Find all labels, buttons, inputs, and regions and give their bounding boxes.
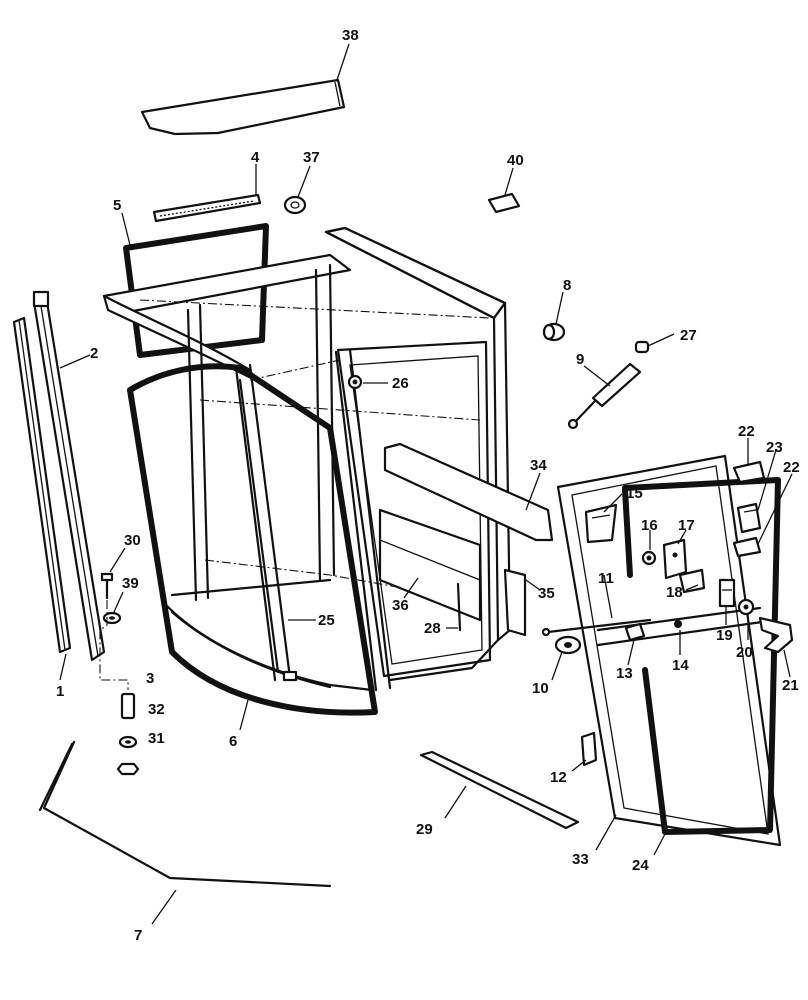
part-40-block [487, 192, 521, 214]
callout-8: 8 [563, 277, 571, 294]
callout-13: 13 [616, 665, 633, 682]
part-24-door-seal [622, 477, 781, 835]
callout-37: 37 [303, 149, 320, 166]
callout-17: 17 [678, 517, 695, 534]
part-26-plug [347, 374, 363, 390]
part-36-interior-panel [378, 508, 482, 622]
callout-2: 2 [90, 345, 98, 362]
callout-5: 5 [113, 197, 121, 214]
callout-26: 26 [392, 375, 409, 392]
part-13-clip [624, 622, 646, 642]
part-19-lock [718, 578, 736, 608]
callout-9: 9 [576, 351, 584, 368]
callout-29: 29 [416, 821, 433, 838]
callout-4: 4 [251, 149, 260, 166]
part-1-rail [12, 316, 72, 654]
callout-21: 21 [782, 677, 799, 694]
callout-24: 24 [632, 857, 649, 874]
part-37-grommet [283, 195, 307, 215]
part-16-grommet [641, 550, 657, 566]
part-12-hinge-bracket [580, 731, 598, 767]
callout-20: 20 [736, 644, 753, 661]
part-39-washer [102, 611, 122, 625]
part-3-spacer [120, 692, 136, 720]
leader-lines [59, 43, 793, 925]
part-10-handle-cup [554, 635, 582, 655]
callout-16: 16 [641, 517, 658, 534]
callout-15: 15 [626, 485, 643, 502]
part-31-nut [116, 762, 140, 776]
part-9-gas-strut [567, 362, 642, 430]
callout-38: 38 [342, 27, 359, 44]
part-18-striker [678, 568, 706, 594]
callout-39: 39 [122, 575, 139, 592]
part-22-bracket-upper [732, 460, 766, 484]
callout-labels: 38 4 37 40 5 2 8 27 9 26 22 23 22 34 15 … [56, 27, 800, 944]
part-33-door-frame [556, 454, 782, 847]
callout-32: 32 [148, 701, 165, 718]
part-7-trim-strip [38, 740, 332, 888]
part-23-bracket [736, 502, 762, 534]
part-14-pin [674, 620, 682, 628]
part-8-bushing [542, 322, 566, 342]
part-11-latch-rod [541, 618, 652, 637]
callout-14: 14 [672, 657, 689, 674]
callout-35: 35 [538, 585, 555, 602]
callout-33: 33 [572, 851, 589, 868]
part-30-bolt [100, 572, 114, 600]
callout-6: 6 [229, 733, 237, 750]
callout-40: 40 [507, 152, 524, 169]
callout-36: 36 [392, 597, 409, 614]
part-34-interior-panel [383, 442, 554, 542]
part-20-washer [737, 598, 755, 616]
part-4-seal-strip [152, 193, 262, 223]
part-6-front-window-seal [127, 363, 378, 716]
part-22-bracket-lower [732, 536, 762, 558]
part-32-washer [118, 735, 138, 749]
callout-23: 23 [766, 439, 783, 456]
part-28-rod [456, 582, 462, 632]
callout-30: 30 [124, 532, 141, 549]
callout-10: 10 [532, 680, 549, 697]
part-21-door-handle [758, 616, 794, 654]
part-15-hinge [584, 503, 618, 544]
cab-frame [102, 226, 512, 692]
part-25-window-glass [238, 378, 298, 682]
callout-25: 25 [318, 612, 335, 629]
callout-22b: 22 [783, 459, 800, 476]
callout-3: 3 [146, 670, 154, 687]
callout-27: 27 [680, 327, 697, 344]
callout-7: 7 [134, 927, 142, 944]
part-2-rail-seal [32, 290, 106, 662]
callout-11: 11 [598, 570, 614, 587]
callout-34: 34 [530, 457, 547, 474]
part-29-bottom-strip [419, 750, 580, 830]
part-27-cap [634, 340, 650, 354]
callout-12: 12 [550, 769, 567, 786]
part-17-latch-plate [662, 538, 688, 580]
callout-1: 1 [56, 683, 64, 700]
part-35-trim-strip [503, 568, 527, 637]
callout-22a: 22 [738, 423, 755, 440]
part-38-roof-trim-panel [140, 78, 346, 136]
callout-31: 31 [148, 730, 165, 747]
callout-18: 18 [666, 584, 683, 601]
callout-28: 28 [424, 620, 441, 637]
callout-19: 19 [716, 627, 733, 644]
